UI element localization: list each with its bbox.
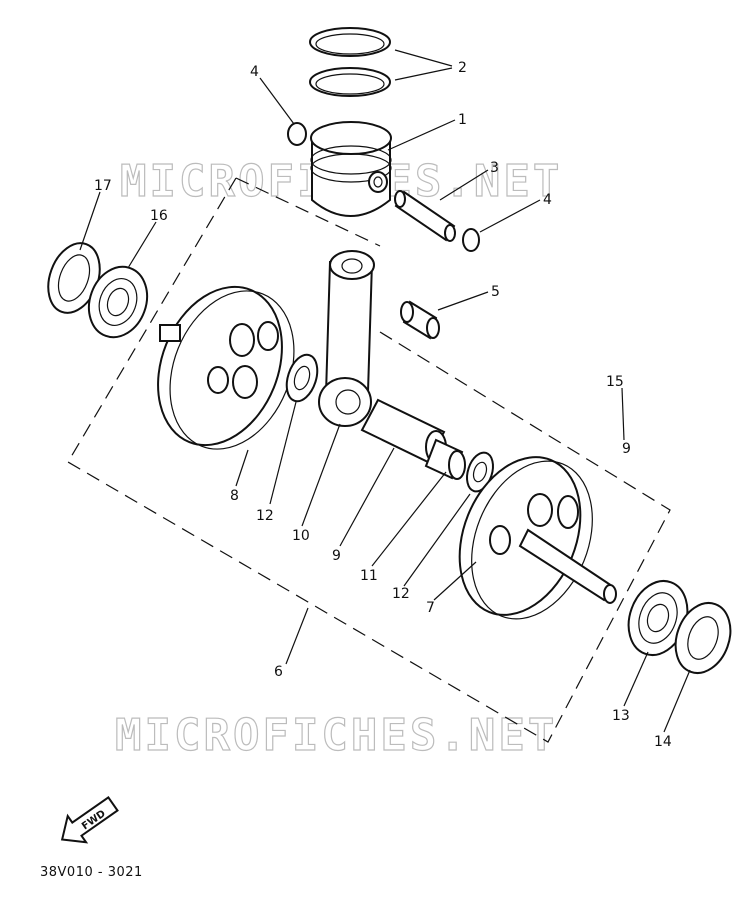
crankshaft-assembly-boundary (67, 177, 671, 743)
callout-3: 3 (490, 160, 499, 176)
piston-rings (309, 27, 391, 97)
callout-17: 17 (94, 178, 112, 194)
callout-2: 2 (458, 60, 467, 76)
callout-6: 6 (274, 664, 283, 680)
callout-16: 16 (150, 208, 168, 224)
small-end-bearing (400, 300, 440, 340)
callout-1: 1 (458, 112, 467, 128)
piston-pin (394, 190, 456, 242)
connecting-rod (318, 250, 375, 427)
thrust-washer-right (466, 451, 494, 493)
callout-4-right: 4 (543, 192, 552, 208)
callout-5: 5 (491, 284, 500, 300)
callout-11: 11 (360, 568, 378, 584)
watermark-bottom: MICROFICHES.NET (115, 710, 557, 761)
callout-8: 8 (230, 488, 239, 504)
callout-12-left: 12 (256, 508, 274, 524)
crank-right (458, 456, 617, 620)
bearing-left (87, 265, 149, 339)
crank-left (157, 285, 295, 450)
callout-9: 9 (332, 548, 341, 564)
drawing-code: 38V010 - 3021 (40, 865, 143, 880)
callout-labels: 1 2 3 4 4 5 6 7 8 9 10 11 12 12 13 14 15… (94, 60, 672, 750)
piston (310, 121, 392, 217)
callout-9-small: 9 (622, 441, 631, 457)
oil-seal-right (674, 602, 732, 674)
callout-10: 10 (292, 528, 310, 544)
piston-pin-clip-left (287, 122, 307, 146)
leader-lines (79, 49, 691, 733)
callout-15: 15 (606, 374, 624, 390)
callout-14: 14 (654, 734, 672, 750)
thrust-washer-left (285, 353, 319, 403)
callout-7: 7 (426, 600, 435, 616)
piston-pin-clip-right (462, 228, 480, 252)
callout-13: 13 (612, 708, 630, 724)
callout-4-left: 4 (250, 64, 259, 80)
fwd-direction-arrow: FWD (60, 795, 119, 844)
callout-12-right: 12 (392, 586, 410, 602)
big-end-bearing (424, 438, 466, 480)
